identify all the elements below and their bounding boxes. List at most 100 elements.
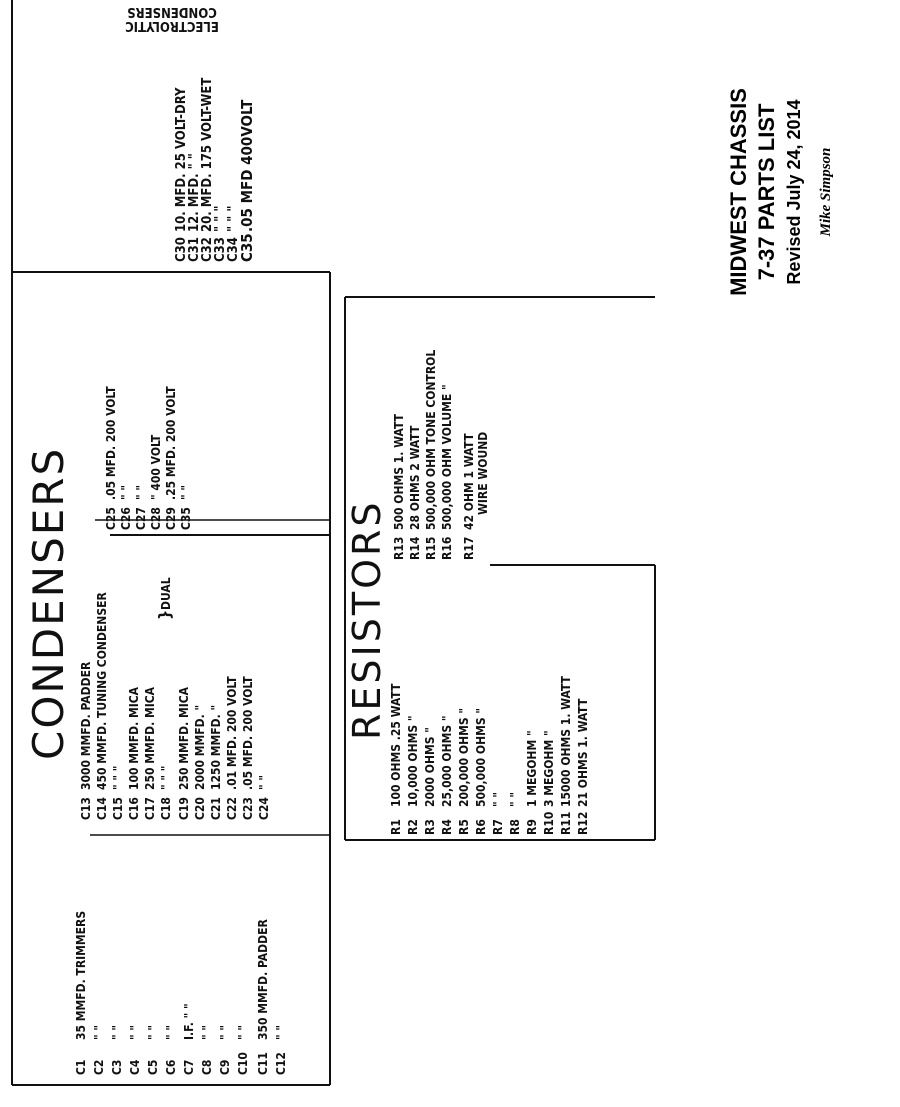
svg-text:20. MFD. 175 VOLT-WET: 20. MFD. 175 VOLT-WET [200, 78, 215, 232]
list-item: C18" " " [159, 766, 173, 820]
svg-text:C29: C29 [164, 507, 178, 530]
list-item: C23.05 MFD. 200 VOLT [241, 676, 255, 820]
svg-text:C6: C6 [164, 1060, 178, 1075]
svg-text:C27: C27 [134, 507, 148, 530]
svg-text:500,000 OHM VOLUME ": 500,000 OHM VOLUME " [440, 384, 454, 530]
svg-text:" ": " " [236, 1025, 250, 1040]
svg-text:" ": " " [491, 792, 505, 807]
svg-text:C22: C22 [225, 797, 239, 820]
svg-text:" ": " " [508, 792, 522, 807]
svg-text:" ": " " [110, 1025, 124, 1040]
svg-text:250 MMFD. MICA: 250 MMFD. MICA [177, 686, 191, 790]
svg-text:C8: C8 [200, 1060, 214, 1075]
list-item: C4" " [128, 1025, 142, 1075]
dual-brace: } [155, 610, 174, 620]
svg-text:C18: C18 [159, 797, 173, 820]
svg-text:" 400 VOLT: " 400 VOLT [149, 434, 163, 500]
list-item: C14 450 MMFD. TUNING CONDENSER [95, 592, 109, 820]
svg-text:10. MFD. 25 VOLT-DRY: 10. MFD. 25 VOLT-DRY [174, 87, 189, 232]
list-item: R12 21 OHMS 1. WATT [576, 698, 590, 835]
list-item: C9" " [218, 1025, 232, 1075]
svg-text:.25 MFD. 200 VOLT: .25 MFD. 200 VOLT [164, 386, 178, 500]
svg-text:R13: R13 [392, 537, 406, 560]
svg-text:C10: C10 [236, 1052, 250, 1075]
svg-text:C12: C12 [274, 1052, 288, 1075]
svg-text:C4: C4 [128, 1059, 142, 1075]
svg-text:15000 OHMS 1. WATT: 15000 OHMS 1. WATT [559, 675, 573, 807]
svg-text:R4: R4 [440, 819, 454, 835]
svg-text:R15: R15 [424, 537, 438, 560]
svg-text:21 OHMS 1. WATT: 21 OHMS 1. WATT [576, 698, 590, 807]
condensers-middle-list: C13 3000 MMFD. PADDER C14 450 MMFD. TUNING… [79, 592, 271, 820]
svg-text:C24: C24 [257, 797, 271, 820]
svg-text:R17: R17 [462, 537, 476, 560]
electrolytic-heading-1: ELECTROLYTIC [125, 18, 219, 33]
svg-text:WIRE WOUND: WIRE WOUND [476, 432, 490, 515]
svg-text:C35: C35 [179, 507, 193, 530]
svg-text:C19: C19 [177, 797, 191, 820]
list-item: C15" " " [111, 766, 125, 820]
svg-text:100 MMFD. MICA: 100 MMFD. MICA [127, 686, 141, 790]
list-item: R3 2000 OHMS " [423, 727, 437, 835]
title-line-3: Revised July 24, 2014 [784, 99, 804, 284]
svg-text:" ": " " [257, 775, 271, 790]
svg-text:450 MMFD. TUNING CONDENSER: 450 MMFD. TUNING CONDENSER [95, 592, 109, 790]
svg-text:C13: C13 [79, 797, 93, 820]
svg-text:" ": " " [179, 485, 193, 500]
svg-text:C17: C17 [143, 797, 157, 820]
svg-text:" " ": " " " [226, 206, 241, 232]
svg-text:25,000 OHMS ": 25,000 OHMS " [440, 715, 454, 807]
svg-text:R3: R3 [423, 819, 437, 835]
svg-text:" ": " " [218, 1025, 232, 1040]
svg-text:R7: R7 [491, 819, 505, 835]
svg-text:R11: R11 [559, 812, 573, 835]
svg-text:C5: C5 [146, 1060, 160, 1075]
svg-text:R8: R8 [508, 819, 522, 835]
list-item: C6" " [164, 1025, 178, 1075]
svg-text:C15: C15 [111, 797, 125, 820]
svg-text:2000 MMFD. ": 2000 MMFD. " [193, 705, 207, 790]
list-item: C33 " " " [213, 206, 228, 262]
svg-text:2000 OHMS ": 2000 OHMS " [423, 727, 437, 807]
list-item: C32 20. MFD. 175 VOLT-WET [200, 78, 215, 262]
list-item: R7 " " [491, 792, 505, 835]
svg-text:" ": " " [200, 1025, 214, 1040]
list-item: R11 15000 OHMS 1. WATT [559, 675, 573, 835]
svg-text:C32: C32 [200, 237, 215, 262]
svg-text:1250 MMFD. ": 1250 MMFD. " [209, 705, 223, 790]
svg-text:3000 MMFD. PADDER: 3000 MMFD. PADDER [79, 661, 93, 790]
svg-text:" ": " " [274, 1025, 288, 1040]
svg-text:R12: R12 [576, 812, 590, 835]
list-item: C35 .05 MFD 400VOLT [238, 99, 256, 262]
svg-text:C31: C31 [187, 237, 202, 262]
svg-text:C21: C21 [209, 797, 223, 820]
svg-text:500,000 OHMS ": 500,000 OHMS " [474, 708, 488, 807]
list-item: C3" " [110, 1025, 124, 1075]
list-item: C31 12. MFD. " " [187, 153, 202, 262]
list-item: C7I.F. " " [182, 1003, 196, 1075]
svg-text:" ": " " [92, 1025, 106, 1040]
svg-text:R9: R9 [525, 819, 539, 835]
list-item: C24 " " [257, 775, 271, 820]
list-item: C13 3000 MMFD. PADDER [79, 661, 93, 820]
svg-text:.05 MFD 400VOLT: .05 MFD 400VOLT [238, 99, 256, 232]
svg-text:500 OHMS 1. WATT: 500 OHMS 1. WATT [392, 413, 406, 530]
svg-text:C14: C14 [95, 797, 109, 820]
svg-text:C34: C34 [226, 237, 241, 262]
svg-text:1 MEGOHM ": 1 MEGOHM " [525, 730, 539, 807]
title-line-1: MIDWEST CHASSIS [726, 88, 751, 296]
svg-text:C28: C28 [149, 507, 163, 530]
